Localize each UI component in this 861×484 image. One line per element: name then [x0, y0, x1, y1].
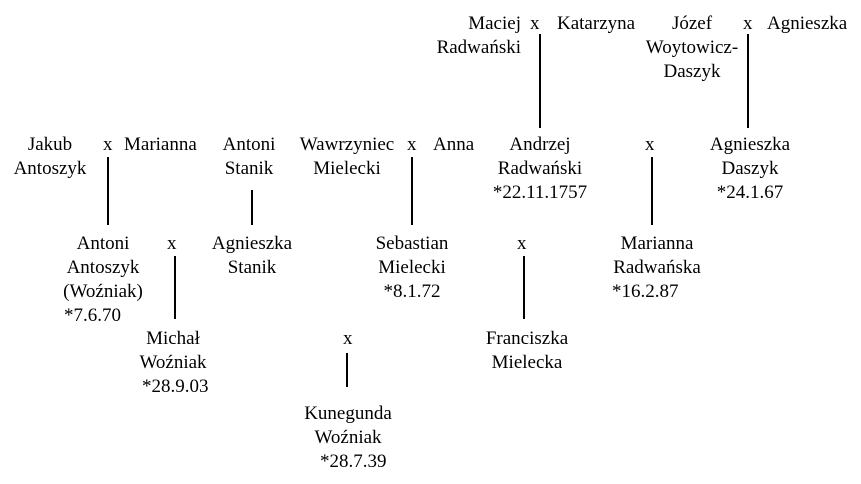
birth-date: *28.9.03 [142, 376, 209, 397]
descent-line [539, 34, 541, 128]
descent-line [651, 157, 653, 225]
descent-line [107, 157, 109, 225]
person-antoni-stanik: Antoni Stanik [222, 134, 276, 179]
descent-line [411, 157, 413, 225]
person-jozef-woytowicz-daszyk: Józef Woytowicz- Daszyk [645, 13, 739, 82]
marriage-symbol: x [103, 134, 113, 155]
marriage-symbol: x [407, 134, 417, 155]
marriage-symbol: x [343, 328, 353, 349]
person-kunegunda-wozniak: Kunegunda Woźniak [304, 403, 392, 448]
birth-date: *7.6.70 [64, 305, 121, 326]
person-anna: Anna [433, 134, 475, 155]
marriage-symbol: x [530, 13, 540, 34]
descent-line [251, 190, 253, 225]
person-agnieszka-daszyk: Agnieszka Daszyk *24.1.67 [709, 134, 791, 203]
person-andrzej-radwanski: Andrzej Radwański *22.11.1757 [492, 134, 588, 203]
marriage-symbol: x [743, 13, 753, 34]
marriage-symbol: x [167, 233, 177, 254]
descent-line [346, 353, 348, 387]
person-jakub-antoszyk: Jakub Antoszyk [13, 134, 87, 179]
person-agnieszka-stanik: Agnieszka Stanik [211, 233, 293, 278]
person-franciszka-mielecka: Franciszka Mielecka [485, 328, 569, 373]
person-sebastian-mielecki: Sebastian Mielecki *8.1.72 [375, 233, 449, 302]
person-michal-wozniak: Michał Woźniak [139, 328, 207, 373]
person-agnieszka: Agnieszka [767, 13, 848, 34]
person-marianna: Marianna [124, 134, 197, 155]
person-marianna-radwanska: Marianna Radwańska [613, 233, 701, 278]
descent-line [523, 256, 525, 319]
person-katarzyna: Katarzyna [557, 13, 636, 34]
person-maciej-radwanski: Maciej Radwański [436, 13, 521, 58]
birth-date: *28.7.39 [320, 451, 387, 472]
descent-line [174, 256, 176, 319]
birth-date: *16.2.87 [612, 281, 679, 302]
person-antoni-antoszyk: Antoni Antoszyk (Woźniak) [63, 233, 143, 302]
descent-line [747, 34, 749, 128]
marriage-symbol: x [645, 134, 655, 155]
person-wawrzyniec-mielecki: Wawrzyniec Mielecki [299, 134, 395, 179]
marriage-symbol: x [517, 233, 527, 254]
